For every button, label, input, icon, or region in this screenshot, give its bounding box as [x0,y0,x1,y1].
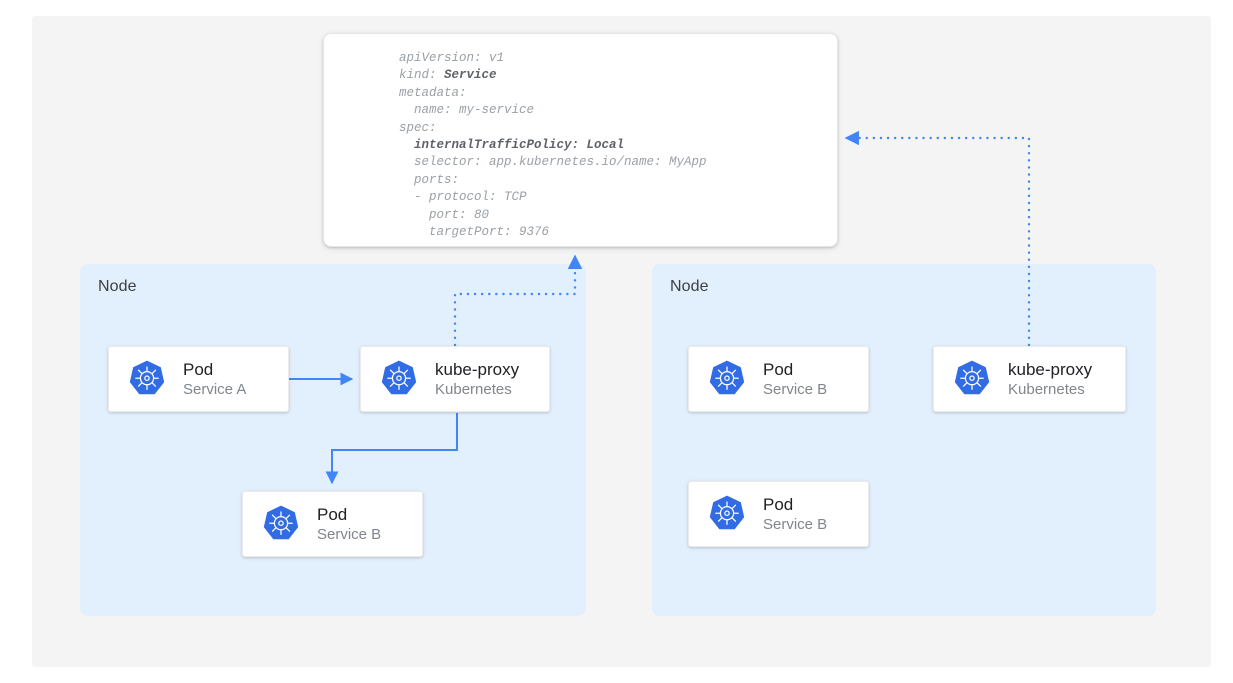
kubernetes-logo-icon [954,360,990,395]
card-text: Pod Service B [763,359,827,400]
kubernetes-logo-icon [263,505,299,540]
card-title: Pod [763,359,794,379]
card-kube-proxy-left[interactable]: kube-proxy Kubernetes [360,346,550,412]
card-text: kube-proxy Kubernetes [435,359,519,400]
card-title: kube-proxy [435,359,520,379]
card-text: Pod Service B [763,494,827,535]
kubernetes-logo-icon [709,495,745,530]
card-pod-service-b-right-1[interactable]: Pod Service B [688,346,869,412]
card-kube-proxy-right[interactable]: kube-proxy Kubernetes [933,346,1126,412]
node-label-left: Node [98,278,137,295]
node-panel-left: Node [80,264,586,616]
card-title: kube-proxy [1008,359,1093,379]
card-title: Pod [183,359,214,379]
card-text: Pod Service A [183,359,246,400]
kubernetes-logo-icon [709,360,745,395]
card-subtitle: Kubernetes [435,380,512,398]
card-text: kube-proxy Kubernetes [1008,359,1092,400]
card-title: Pod [763,494,794,514]
card-subtitle: Service A [183,380,247,398]
card-subtitle: Service B [763,515,828,533]
node-label-right: Node [670,278,709,295]
kubernetes-logo-icon [129,360,165,395]
kubernetes-logo-icon [381,360,417,395]
card-pod-service-b-right-2[interactable]: Pod Service B [688,481,869,547]
card-title: Pod [317,504,348,524]
service-manifest-code: apiVersion: v1 kind: Service metadata: n… [399,51,707,240]
card-subtitle: Service B [317,525,382,543]
node-panel-right: Node [652,264,1156,616]
card-text: Pod Service B [317,504,381,545]
card-pod-service-a[interactable]: Pod Service A [108,346,289,412]
service-manifest-card: apiVersion: v1 kind: Service metadata: n… [323,33,838,247]
card-subtitle: Service B [763,380,828,398]
card-subtitle: Kubernetes [1008,380,1085,398]
card-pod-service-b-left[interactable]: Pod Service B [242,491,423,557]
